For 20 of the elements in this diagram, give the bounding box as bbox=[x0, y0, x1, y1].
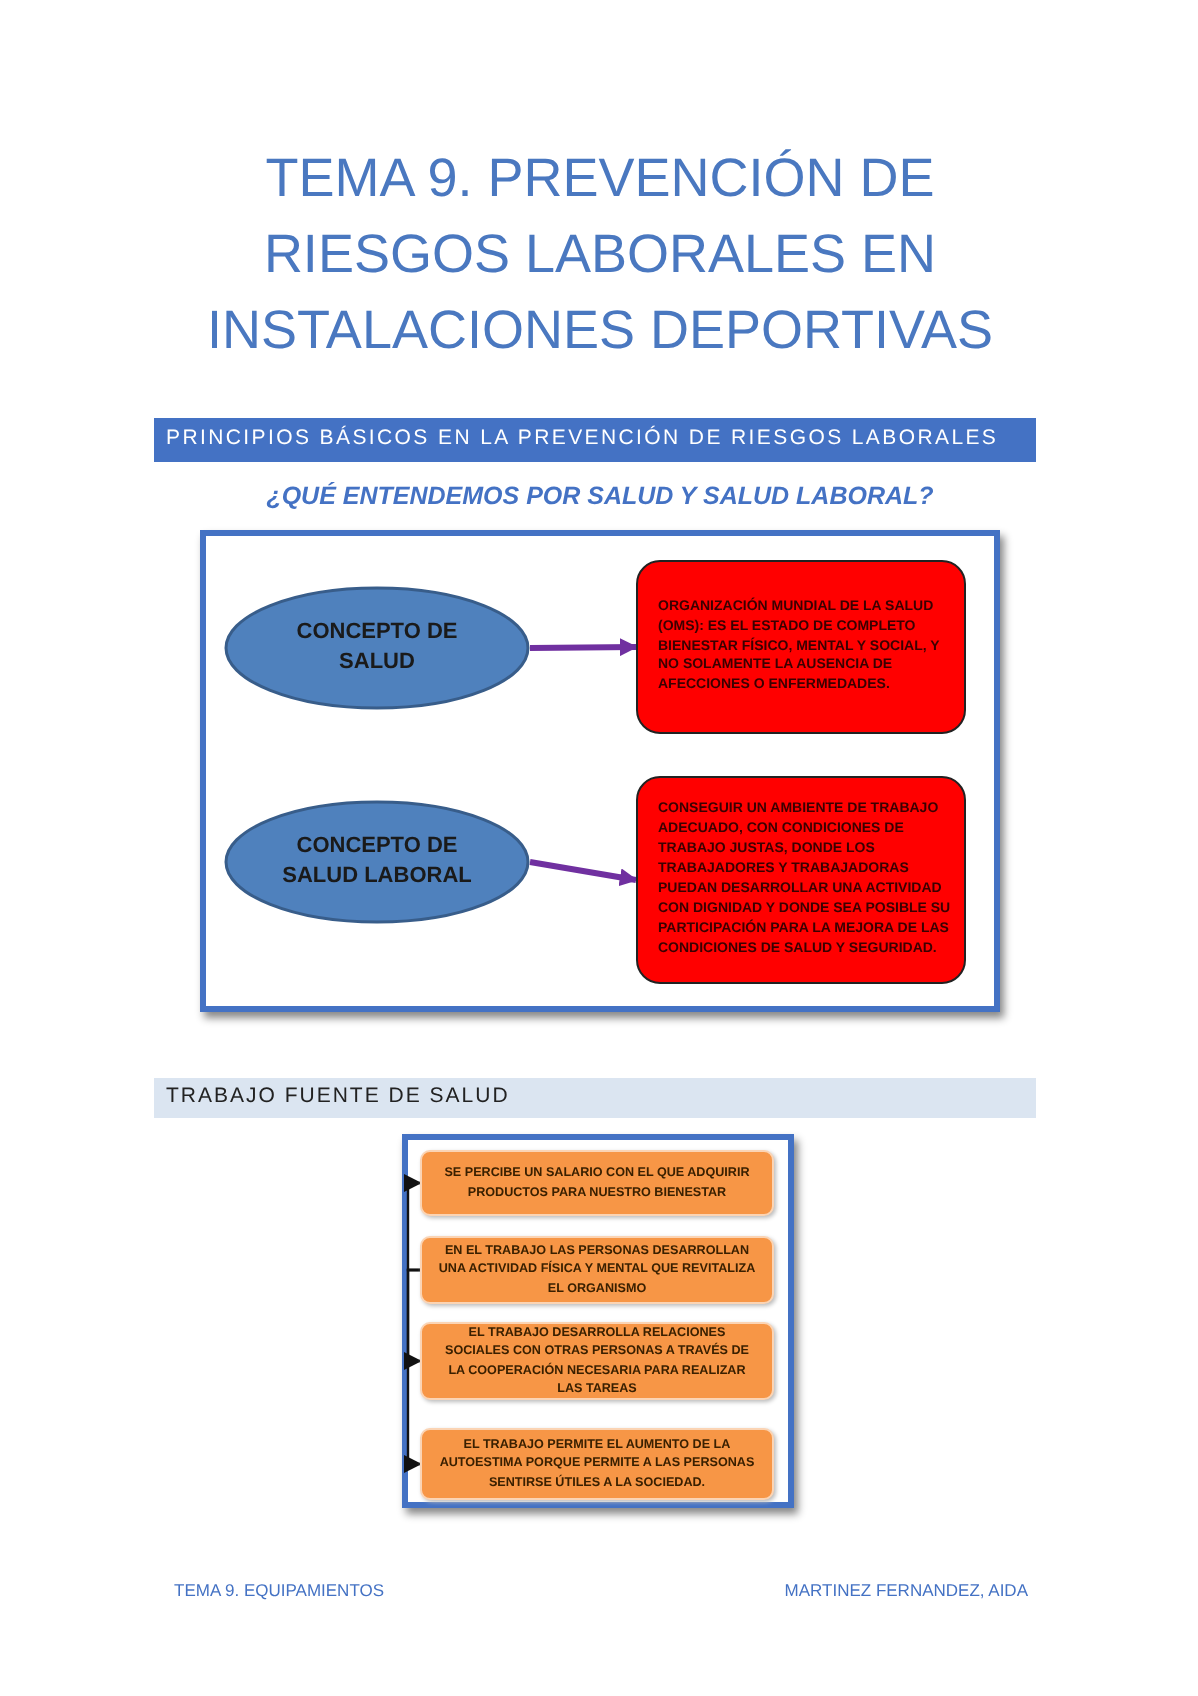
benefit-box bbox=[420, 1150, 774, 1216]
concept-ellipse bbox=[224, 800, 530, 924]
benefit-box bbox=[420, 1322, 774, 1400]
node-text: CONCEPTO DE SALUD LABORAL bbox=[280, 832, 474, 892]
footer-text: TEMA 9. EQUIPAMIENTOS bbox=[174, 1580, 385, 1600]
benefit-box bbox=[420, 1428, 774, 1500]
arrow bbox=[403, 1174, 422, 1272]
subheading: ¿QUÉ ENTENDEMOS POR SALUD Y SALUD LABORAL? bbox=[264, 482, 936, 510]
footer-text: MARTINEZ FERNANDEZ, AIDA bbox=[784, 1580, 1028, 1600]
definition-box bbox=[636, 776, 966, 984]
node-text: CONCEPTO DE SALUD bbox=[294, 618, 460, 678]
definition-box bbox=[636, 560, 966, 734]
page-title: TEMA 9. PREVENCIÓN DE RIESGOS LABORALES EN INSTALACIONES DEPORTIVAS bbox=[204, 146, 996, 364]
section-heading-bar: PRINCIPIOS BÁSICOS EN LA PREVENCIÓN DE RIESGOS LABORALES bbox=[154, 418, 1036, 462]
section-heading-bar: TRABAJO FUENTE DE SALUD bbox=[154, 1078, 1036, 1118]
arrow bbox=[529, 859, 638, 887]
concept-ellipse bbox=[224, 586, 530, 710]
benefit-box bbox=[420, 1236, 774, 1304]
arrow bbox=[403, 1268, 422, 1473]
arrow bbox=[529, 638, 638, 657]
